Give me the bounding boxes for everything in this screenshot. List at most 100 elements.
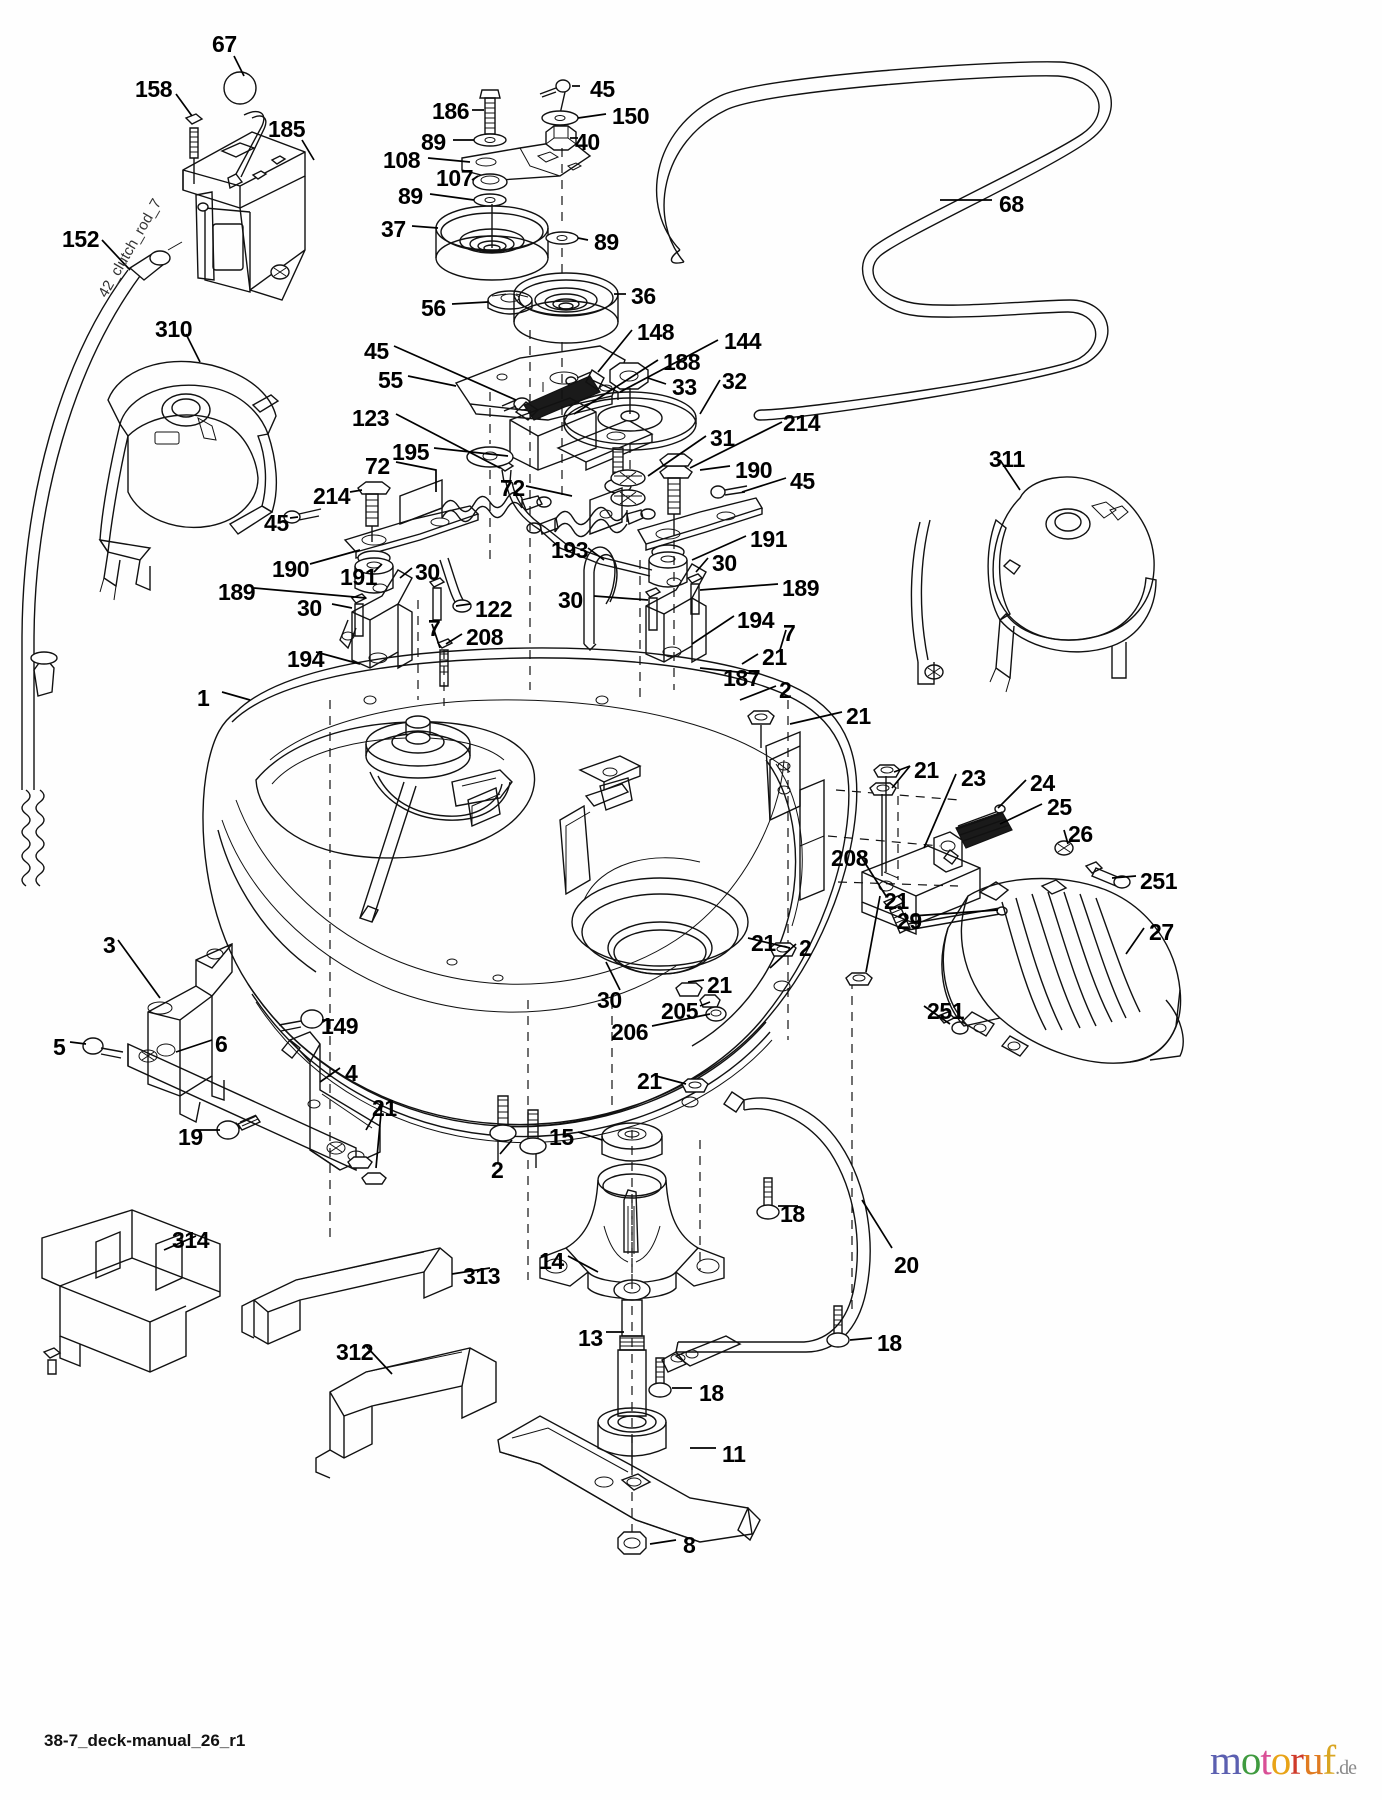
part-4-lift-link xyxy=(216,1009,387,1185)
callout-37: 37 xyxy=(381,216,406,242)
callout-186: 186 xyxy=(432,98,470,124)
watermark-letter: f xyxy=(1322,1737,1336,1783)
callout-108: 108 xyxy=(383,147,421,173)
callout-214: 214 xyxy=(783,410,821,436)
drawing-number: 38-7_deck-manual_26_r1 xyxy=(44,1731,246,1750)
callout-188: 188 xyxy=(663,349,701,375)
callout-56: 56 xyxy=(421,295,446,321)
callout-194: 194 xyxy=(287,646,325,672)
callout-312: 312 xyxy=(336,1339,374,1365)
part-310-belt-cover xyxy=(98,360,280,601)
callout-21: 21 xyxy=(707,972,732,998)
callout-2: 2 xyxy=(779,677,792,703)
callout-149: 149 xyxy=(321,1013,359,1039)
part-3-bracket xyxy=(147,942,233,1124)
callout-18: 18 xyxy=(699,1380,724,1406)
callout-29: 29 xyxy=(897,908,922,934)
callout-30: 30 xyxy=(712,550,737,576)
callout-122: 122 xyxy=(475,596,513,622)
callout-21: 21 xyxy=(884,888,909,914)
callout-21: 21 xyxy=(637,1068,662,1094)
callout-13: 13 xyxy=(578,1325,603,1351)
part-1-mower-deck xyxy=(202,647,858,1144)
callout-310: 310 xyxy=(155,316,193,342)
callout-21: 21 xyxy=(914,757,939,783)
callout-19: 19 xyxy=(178,1124,203,1150)
callout-2: 2 xyxy=(799,935,812,961)
callout-18: 18 xyxy=(877,1330,902,1356)
callout-205: 205 xyxy=(661,998,699,1024)
watermark-letter: m xyxy=(1209,1737,1242,1783)
part-311-belt-cover xyxy=(910,476,1157,693)
callout-89: 89 xyxy=(398,183,423,209)
part-11-blade xyxy=(497,1415,761,1555)
assembly-axes xyxy=(329,330,961,1480)
callout-11: 11 xyxy=(722,1441,746,1467)
callout-5: 5 xyxy=(53,1034,66,1060)
callout-30: 30 xyxy=(597,987,622,1013)
callout-313: 313 xyxy=(463,1263,501,1289)
callout-7: 7 xyxy=(783,620,796,646)
part-20-deflector xyxy=(661,1091,871,1373)
callout-45: 45 xyxy=(790,468,815,494)
callout-3: 3 xyxy=(103,932,116,958)
callout-187: 187 xyxy=(723,665,761,691)
callout-21: 21 xyxy=(372,1095,397,1121)
callout-4: 4 xyxy=(345,1060,358,1086)
callout-27: 27 xyxy=(1149,919,1174,945)
callout-208: 208 xyxy=(831,845,869,871)
callout-144: 144 xyxy=(724,328,762,354)
callout-36: 36 xyxy=(631,283,656,309)
callout-251: 251 xyxy=(927,998,965,1024)
pulley-stack-37 xyxy=(435,89,592,315)
callout-20: 20 xyxy=(894,1252,919,1278)
callout-152: 152 xyxy=(62,226,100,252)
watermark-letter: u xyxy=(1302,1737,1323,1783)
callout-206: 206 xyxy=(611,1019,649,1045)
callout-72: 72 xyxy=(500,475,525,501)
callout-21: 21 xyxy=(762,644,787,670)
callout-23: 23 xyxy=(961,765,986,791)
callout-6: 6 xyxy=(215,1031,228,1057)
callout-7: 7 xyxy=(428,615,441,641)
callout-24: 24 xyxy=(1030,770,1055,796)
watermark-letter: o xyxy=(1270,1737,1291,1783)
callout-14: 14 xyxy=(539,1248,564,1274)
callout-45: 45 xyxy=(590,76,615,102)
callout-45: 45 xyxy=(364,338,389,364)
callout-193: 193 xyxy=(551,537,589,563)
callout-107: 107 xyxy=(436,165,474,191)
callout-150: 150 xyxy=(612,103,650,129)
callout-18: 18 xyxy=(780,1201,805,1227)
callout-190: 190 xyxy=(735,457,773,483)
callout-2: 2 xyxy=(491,1157,504,1183)
callout-45: 45 xyxy=(264,510,289,536)
callout-190: 190 xyxy=(272,556,310,582)
callout-185: 185 xyxy=(268,116,306,142)
callout-194: 194 xyxy=(737,607,775,633)
callout-208: 208 xyxy=(466,624,504,650)
callout-15: 15 xyxy=(549,1124,574,1150)
callout-148: 148 xyxy=(637,319,675,345)
part-313-baffle xyxy=(241,1247,453,1345)
callout-67: 67 xyxy=(212,31,237,57)
part-312-baffle xyxy=(315,1347,497,1479)
motoruf-watermark: motoruf.de xyxy=(1209,1736,1357,1784)
watermark-letter: r xyxy=(1290,1737,1304,1783)
callout-26: 26 xyxy=(1068,821,1093,847)
callout-314: 314 xyxy=(172,1227,210,1253)
part-23-bracket xyxy=(845,764,1131,1035)
callout-21: 21 xyxy=(846,703,871,729)
watermark-letter: o xyxy=(1240,1737,1261,1783)
callout-195: 195 xyxy=(392,439,430,465)
callout-251: 251 xyxy=(1140,868,1178,894)
callout-191: 191 xyxy=(750,526,788,552)
callout-40: 40 xyxy=(575,129,600,155)
callout-68: 68 xyxy=(999,191,1024,217)
callout-191: 191 xyxy=(340,564,378,590)
callout-214: 214 xyxy=(313,483,351,509)
pulley-stack-36 xyxy=(513,79,619,344)
callout-89: 89 xyxy=(594,229,619,255)
